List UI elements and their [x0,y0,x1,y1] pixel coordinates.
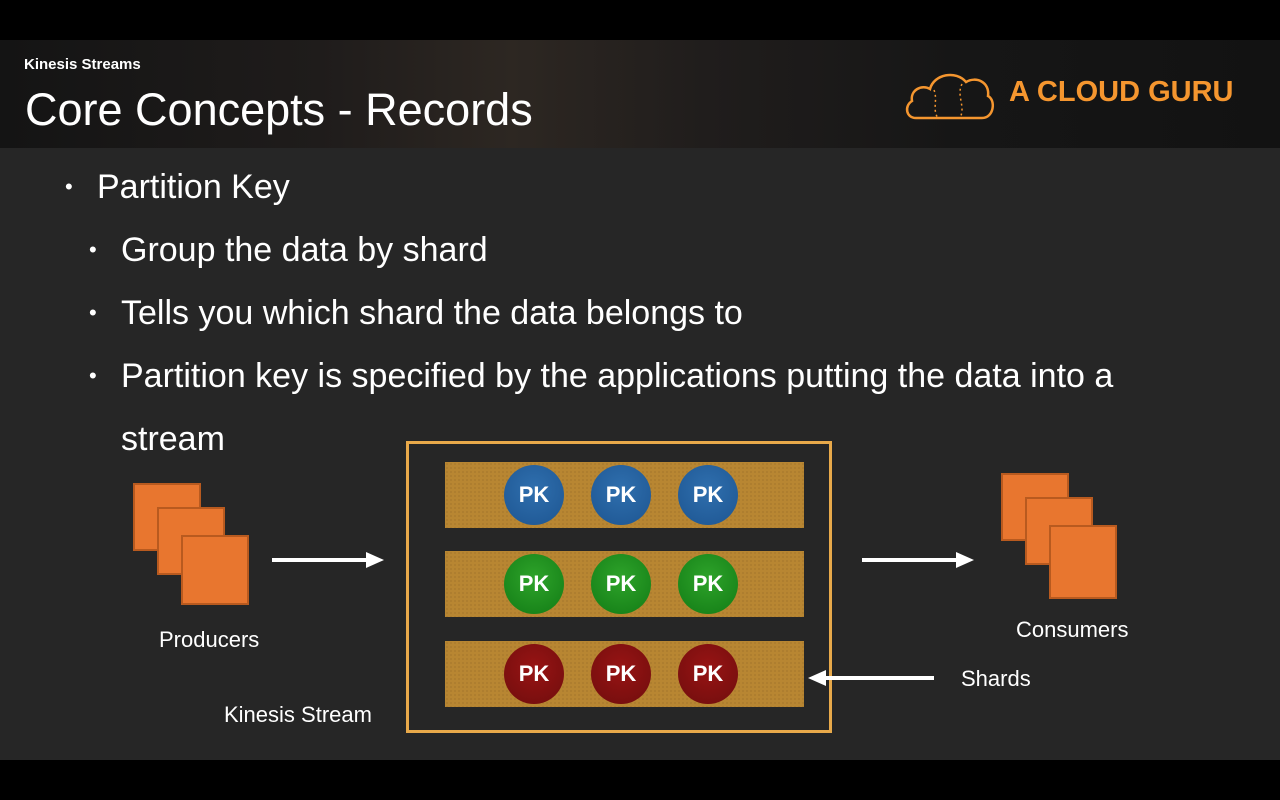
bullet-partition-key: Partition Key [97,166,290,208]
partition-key-record: PK [678,554,738,614]
partition-key-record: PK [504,465,564,525]
bullet-dot: • [89,355,97,397]
producers-label: Producers [159,627,259,653]
slide: Kinesis Streams Core Concepts - Records … [0,40,1280,760]
slide-subtitle: Kinesis Streams [24,56,141,73]
partition-key-record: PK [678,644,738,704]
header-bar: Kinesis Streams Core Concepts - Records … [0,40,1280,148]
bullet-dot: • [89,292,97,334]
consumers-label: Consumers [1016,617,1128,643]
bullet-partition-specified: Partition key is specified by the applic… [121,355,1113,397]
partition-key-record: PK [504,644,564,704]
bullet-dot: • [65,166,73,208]
consumers-icon [998,470,1122,604]
brand-logo-text: A CLOUD GURU [1009,76,1233,109]
arrow-right-icon [270,550,386,570]
shards-label: Shards [961,666,1031,692]
slide-title: Core Concepts - Records [25,82,533,138]
partition-key-record: PK [678,465,738,525]
partition-key-record: PK [591,644,651,704]
partition-key-record: PK [591,554,651,614]
arrow-left-icon [806,668,936,688]
partition-key-record: PK [504,554,564,614]
partition-key-record: PK [591,465,651,525]
bullet-which-shard: Tells you which shard the data belongs t… [121,292,743,334]
producers-icon [130,480,254,614]
arrow-right-icon [860,550,976,570]
kinesis-stream-label: Kinesis Stream [224,702,372,728]
bullet-group-data: Group the data by shard [121,229,488,271]
cloud-logo-icon [904,66,996,122]
bullet-dot: • [89,229,97,271]
bullet-partition-specified-continued: stream [121,418,225,460]
